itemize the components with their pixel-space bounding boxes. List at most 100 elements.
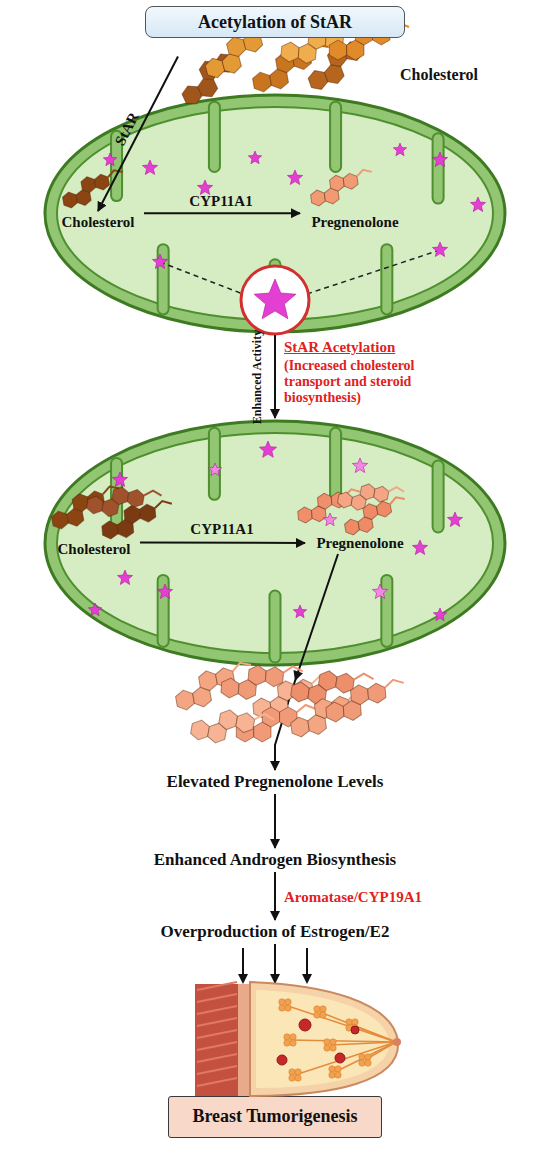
pregnenolone-molecule	[172, 661, 257, 711]
lobule	[295, 1075, 301, 1081]
arrow-head-shape	[290, 670, 303, 683]
nipple	[393, 1038, 401, 1046]
lobule	[290, 1040, 296, 1046]
milk-duct	[290, 1040, 396, 1042]
connector-arrow	[274, 944, 276, 1096]
lobule	[329, 1066, 335, 1072]
molecule-ring	[220, 677, 239, 698]
cholesterol-molecule	[249, 43, 334, 93]
milk-duct	[295, 1042, 396, 1075]
molecule-ring	[238, 679, 257, 700]
lobule	[365, 1054, 371, 1060]
crista-outline	[269, 265, 282, 324]
arrow-head-shape	[270, 974, 280, 984]
molecule-ring	[350, 684, 369, 705]
lobule	[329, 1072, 335, 1078]
crista-outline	[157, 250, 170, 309]
molecule-tail	[297, 705, 316, 712]
chest-muscle	[195, 984, 239, 1096]
molecule-ring	[204, 56, 226, 80]
molecule-ring	[335, 672, 355, 694]
milk-duct	[320, 1012, 396, 1042]
process-step: Elevated Pregnenolone Levels	[115, 770, 435, 794]
process-step: Overproduction of Estrogen/E2	[105, 920, 445, 944]
lobule	[335, 1066, 341, 1072]
molecule-ring	[252, 71, 273, 94]
milk-duct	[352, 1025, 396, 1042]
molecule-ring	[198, 669, 219, 692]
molecule-ring	[269, 68, 290, 91]
node-text: Overproduction of Estrogen/E2	[161, 923, 390, 942]
lobule	[290, 1034, 296, 1040]
molecule-ring	[343, 700, 362, 721]
muscle-fiber	[197, 1030, 237, 1038]
molecule-ring	[347, 40, 364, 60]
molecule-ring	[329, 40, 346, 60]
arrow-line	[306, 948, 308, 976]
lobule	[346, 1019, 352, 1025]
mitochondrion: Cholesterol Pregnenolone	[42, 92, 508, 335]
milk-duct	[335, 1042, 396, 1072]
molecule-tail	[354, 672, 374, 682]
molecule-ring	[207, 722, 228, 745]
tumor	[277, 1055, 287, 1065]
annotation-note: (Increased cholesterol transport and ste…	[284, 358, 456, 406]
muscle-fiber	[197, 982, 237, 990]
lobule	[359, 1054, 365, 1060]
milk-duct	[365, 1042, 396, 1060]
lobule	[295, 1069, 301, 1075]
molecule-ring	[248, 665, 267, 686]
arrow-head-shape	[302, 974, 312, 984]
molecule-ring	[190, 719, 211, 742]
molecule-ring	[325, 701, 344, 722]
lobule	[335, 1072, 341, 1078]
node-text: Pregnenolone	[311, 214, 398, 231]
process-step: Enhanced Androgen Biosynthesis	[105, 848, 445, 872]
node-text: Breast Tumorigenesis	[192, 1107, 357, 1127]
molecule-ring	[197, 58, 221, 83]
pregnenolone-molecule	[236, 705, 316, 742]
lobule	[359, 1060, 365, 1066]
molecule-ring	[213, 50, 237, 75]
tumor	[335, 1053, 345, 1063]
molecule-ring	[280, 41, 299, 62]
milk-duct	[285, 1005, 396, 1042]
pregnenolone-molecule	[324, 679, 407, 723]
lobule	[320, 1012, 326, 1018]
molecule-ring	[192, 686, 213, 709]
crista-outline	[208, 107, 221, 166]
molecule-ring	[314, 697, 334, 719]
outer-membrane	[45, 421, 505, 665]
molecule-ring	[275, 51, 296, 74]
lobule	[279, 999, 285, 1005]
molecule-ring	[331, 695, 351, 717]
molecule-ring	[306, 68, 329, 93]
muscle-fiber	[197, 994, 237, 1002]
node-text: Cholesterol	[61, 214, 134, 231]
mitochondrion: CholesterolPregnenolone	[42, 418, 508, 668]
pregnenolone-molecule	[251, 675, 334, 719]
lobule	[279, 1005, 285, 1011]
crista	[434, 139, 443, 198]
molecule-ring	[367, 683, 386, 704]
molecule-ring	[254, 722, 271, 742]
milk-duct	[330, 1042, 396, 1045]
outcome-box: Breast Tumorigenesis	[168, 1096, 382, 1138]
lobule	[330, 1039, 336, 1045]
mitochondrion-shape	[42, 92, 508, 335]
arrow-head-shape	[238, 974, 248, 984]
edge-label: CYP11A1	[190, 521, 253, 538]
molecule-label: Pregnenolone	[305, 532, 415, 554]
edge-label: CYP11A1	[189, 193, 252, 210]
lobule	[324, 1045, 330, 1051]
edge-label: Aromatase/CYP19A1	[284, 889, 422, 906]
crista	[210, 107, 219, 166]
arrow-head-decor	[290, 670, 303, 683]
crista	[331, 433, 340, 494]
crista	[331, 107, 340, 166]
molecule-ring	[252, 697, 271, 718]
annotation-heading: StAR Acetylation	[284, 339, 454, 356]
molecule-ring	[326, 45, 349, 70]
molecule-label: Cholesterol	[52, 211, 144, 233]
crista-outline	[380, 250, 393, 309]
